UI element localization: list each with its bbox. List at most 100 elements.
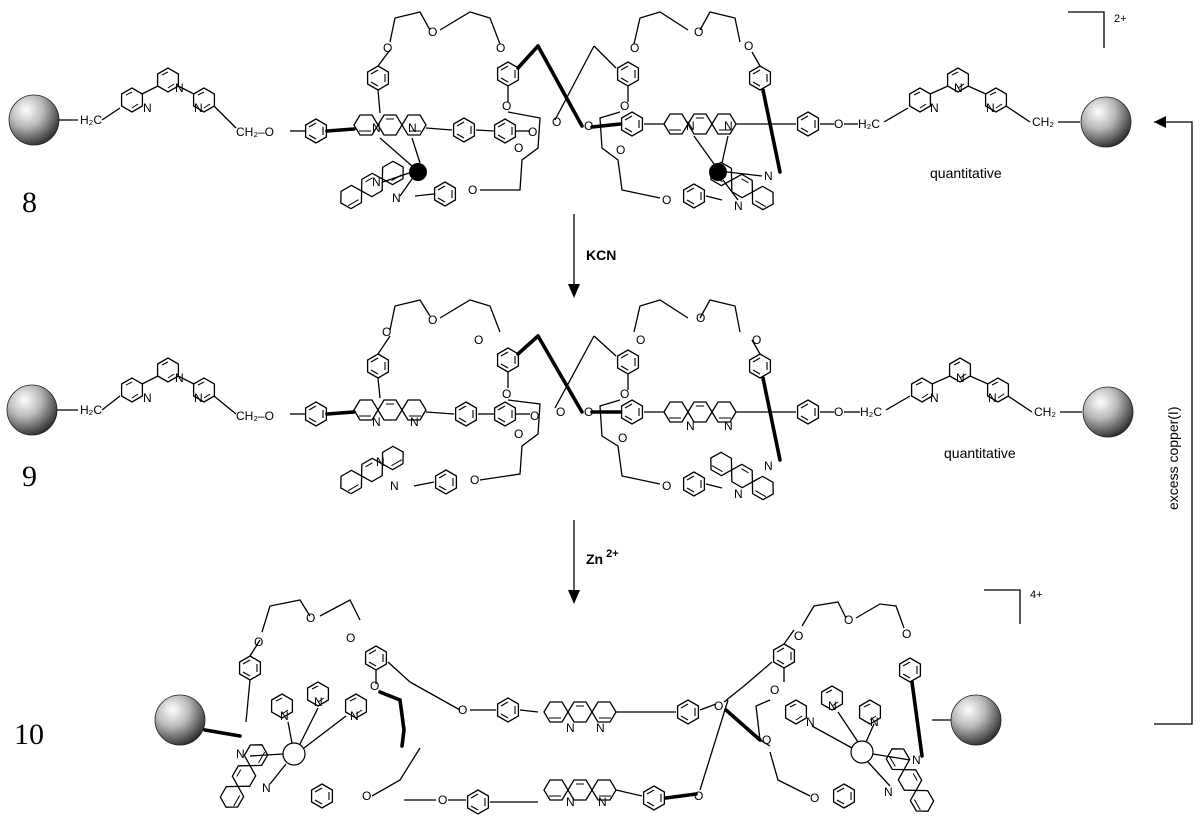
atom-label: CH₂–O (236, 409, 274, 423)
atom-label: N (724, 119, 733, 133)
charge-bracket (984, 589, 1021, 624)
compound-10-structure: O O O O O N N N N N O N N (154, 589, 1043, 817)
atom-label: CH₂ (1032, 115, 1054, 129)
solid-support-sphere-icon (8, 94, 60, 146)
atom-label: O (844, 613, 853, 627)
reaction-arrow-zinc (568, 520, 580, 604)
solid-support-sphere-icon (154, 694, 206, 746)
atom-label: N (986, 101, 995, 115)
atom-label: H₂C (858, 117, 880, 131)
yield-label: quantitative (930, 165, 1002, 181)
atom-label: N (566, 721, 575, 735)
atom-label: O (762, 733, 771, 747)
compound-number-9: 9 (22, 460, 37, 493)
atom-label: N (930, 101, 939, 115)
compound-9-structure: H₂C N N N CH₂–O N N N N O O O O O (6, 299, 1134, 504)
atom-label: N (954, 81, 963, 95)
atom-label: N (870, 715, 879, 729)
atom-label: CH₂–O (236, 125, 274, 139)
yield-label: quantitative (944, 445, 1016, 461)
atom-label: O (584, 119, 593, 133)
compound-8-structure: H₂C N N N CH₂–O N N N N O O O (8, 11, 1132, 214)
atom-label: O (428, 313, 437, 327)
atom-label: O (306, 611, 315, 625)
atom-label: N (194, 101, 203, 115)
atom-label: N (236, 747, 245, 761)
atom-label: N (596, 721, 605, 735)
atom-label: N (828, 699, 837, 713)
atom-label: O (714, 699, 723, 713)
atom-label: O (556, 405, 565, 419)
atom-label: O (502, 387, 511, 401)
atom-label: N (734, 487, 743, 501)
atom-label: N (410, 415, 419, 429)
atom-label: H₂C (80, 403, 102, 417)
reagent-excess-copper: excess copper(I) (1165, 407, 1181, 510)
solid-support-sphere-icon (1080, 96, 1132, 148)
atom-label: N (988, 391, 997, 405)
atom-label: N (392, 191, 401, 205)
atom-label: N (280, 709, 289, 723)
atom-label: N (194, 391, 203, 405)
atom-label: O (528, 125, 537, 139)
compound-number-8: 8 (22, 186, 37, 219)
compound-charge: 2+ (1114, 13, 1127, 25)
atom-label: O (752, 333, 761, 347)
atom-label: O (470, 473, 479, 487)
atom-label: O (254, 635, 263, 649)
reagent-kcn: KCN (586, 247, 616, 263)
atom-label: N (175, 371, 184, 385)
atom-label: O (346, 631, 355, 645)
atom-label: N (912, 753, 921, 767)
atom-label: N (143, 391, 152, 405)
reaction-arrow-kcn (568, 214, 580, 298)
atom-label: N (764, 169, 773, 183)
zinc-ion-open-circle (282, 742, 306, 766)
atom-label: O (620, 387, 629, 401)
atom-label: O (794, 629, 803, 643)
atom-label: N (376, 455, 385, 469)
solid-support-sphere-icon (1082, 386, 1134, 438)
atom-label: H₂C (860, 405, 882, 419)
atom-label: O (694, 25, 703, 39)
atom-label: O (514, 141, 523, 155)
atom-label: O (514, 427, 523, 441)
compound-charge: 4+ (1030, 589, 1043, 601)
atom-label: O (744, 39, 753, 53)
atom-label: N (372, 175, 381, 189)
atom-label: O (630, 41, 639, 55)
atom-label: N (884, 785, 893, 799)
atom-label: N (724, 419, 733, 433)
atom-label: O (616, 143, 625, 157)
atom-label: O (834, 117, 843, 131)
atom-label: N (390, 479, 399, 493)
atom-label: H₂C (80, 113, 102, 127)
atom-label: O (468, 183, 477, 197)
atom-label: O (636, 333, 645, 347)
atom-label: N (350, 709, 359, 723)
atom-label: N (806, 715, 815, 729)
atom-label: O (662, 479, 671, 493)
copper-ion-filled-circle (709, 163, 727, 181)
atom-label: O (496, 41, 505, 55)
atom-label: N (598, 795, 607, 809)
recycle-arrow (1154, 116, 1193, 725)
atom-label: O (530, 409, 539, 423)
atom-label: O (382, 325, 391, 339)
copper-ion-filled-circle (409, 163, 427, 181)
atom-label: N (408, 121, 417, 135)
atom-label: O (810, 791, 819, 805)
atom-label: N (566, 795, 575, 809)
atom-label: O (770, 683, 779, 697)
solid-support-sphere-icon (950, 694, 1002, 746)
atom-label: O (383, 41, 392, 55)
atom-label: O (552, 115, 561, 129)
charge-bracket (1068, 11, 1105, 48)
atom-label: O (458, 703, 467, 717)
solid-support-sphere-icon (6, 384, 58, 436)
atom-label: N (262, 781, 271, 795)
atom-label: O (696, 311, 705, 325)
atom-label: N (956, 371, 965, 385)
